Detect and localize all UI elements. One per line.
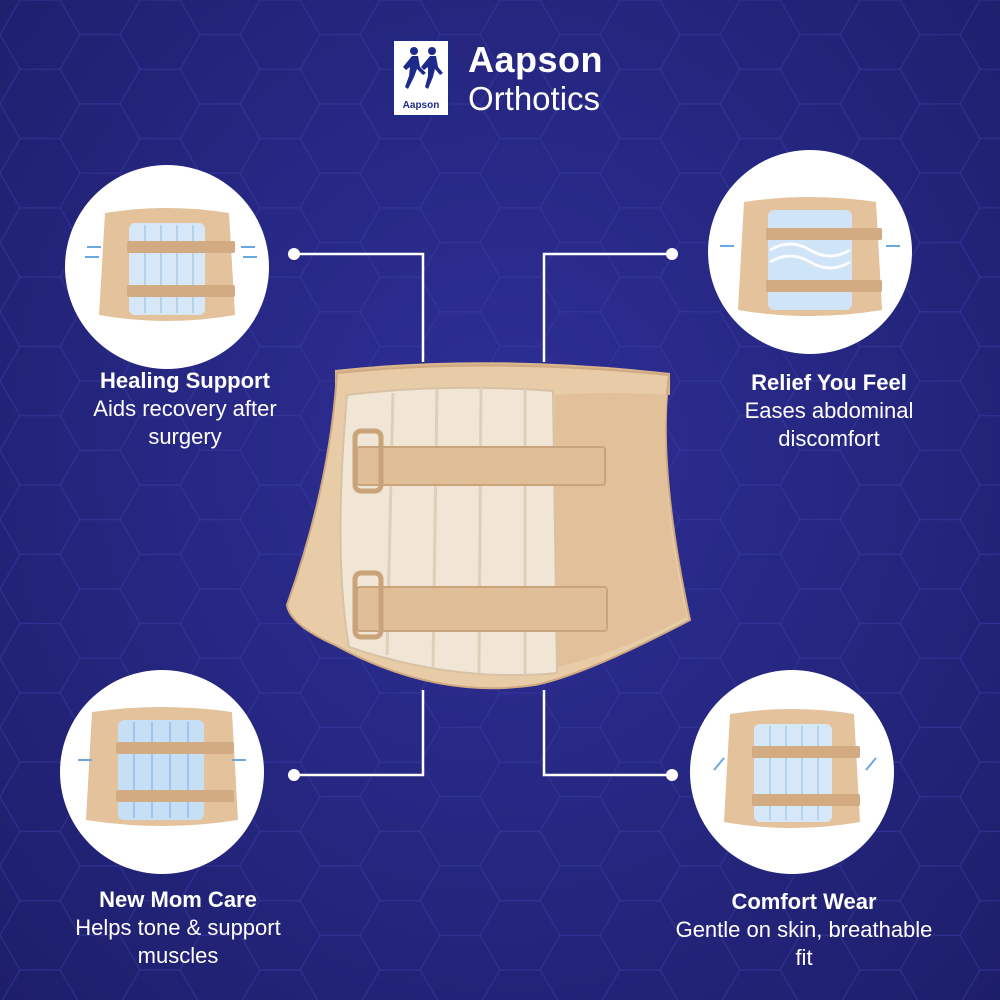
brand-name: Aapson (468, 38, 604, 80)
feature-title: Relief You Feel (751, 370, 907, 395)
feature-title: Healing Support (100, 368, 270, 393)
feature-title: Comfort Wear (731, 889, 877, 914)
feature-relief-you-feel: Relief You Feel Eases abdominal discomfo… (684, 369, 974, 453)
feature-desc-line: Helps tone & support (75, 915, 281, 940)
feature-healing-support: Healing Support Aids recovery after surg… (40, 367, 330, 451)
healing-support-image (65, 165, 269, 369)
feature-desc-line: Aids recovery after (93, 396, 277, 421)
feature-desc-line: surgery (148, 424, 222, 449)
comfort-wear-image (690, 670, 894, 874)
relief-you-feel-image (708, 150, 912, 354)
brand-header: Aapson Aapson Orthotics (392, 38, 603, 118)
brand-subtitle: Orthotics (468, 79, 601, 117)
feature-desc-line: fit (795, 945, 813, 970)
logo-label: Aapson (402, 100, 440, 111)
two-runners-logo-icon (403, 47, 443, 89)
feature-desc-line: Eases abdominal (744, 398, 914, 423)
feature-title: New Mom Care (99, 887, 257, 912)
abdominal-belt-product-image (285, 362, 692, 690)
feature-comfort-wear: Comfort Wear Gentle on skin, breathable … (632, 888, 976, 972)
brand-logo: Aapson (392, 39, 450, 117)
feature-new-mom-care: New Mom Care Helps tone & support muscle… (30, 886, 326, 970)
feature-desc-line: muscles (137, 943, 219, 968)
brand-text: Aapson Orthotics (468, 38, 604, 117)
feature-desc-line: Gentle on skin, breathable (675, 917, 933, 942)
feature-desc-line: discomfort (778, 426, 880, 451)
new-mom-care-image (60, 670, 264, 874)
